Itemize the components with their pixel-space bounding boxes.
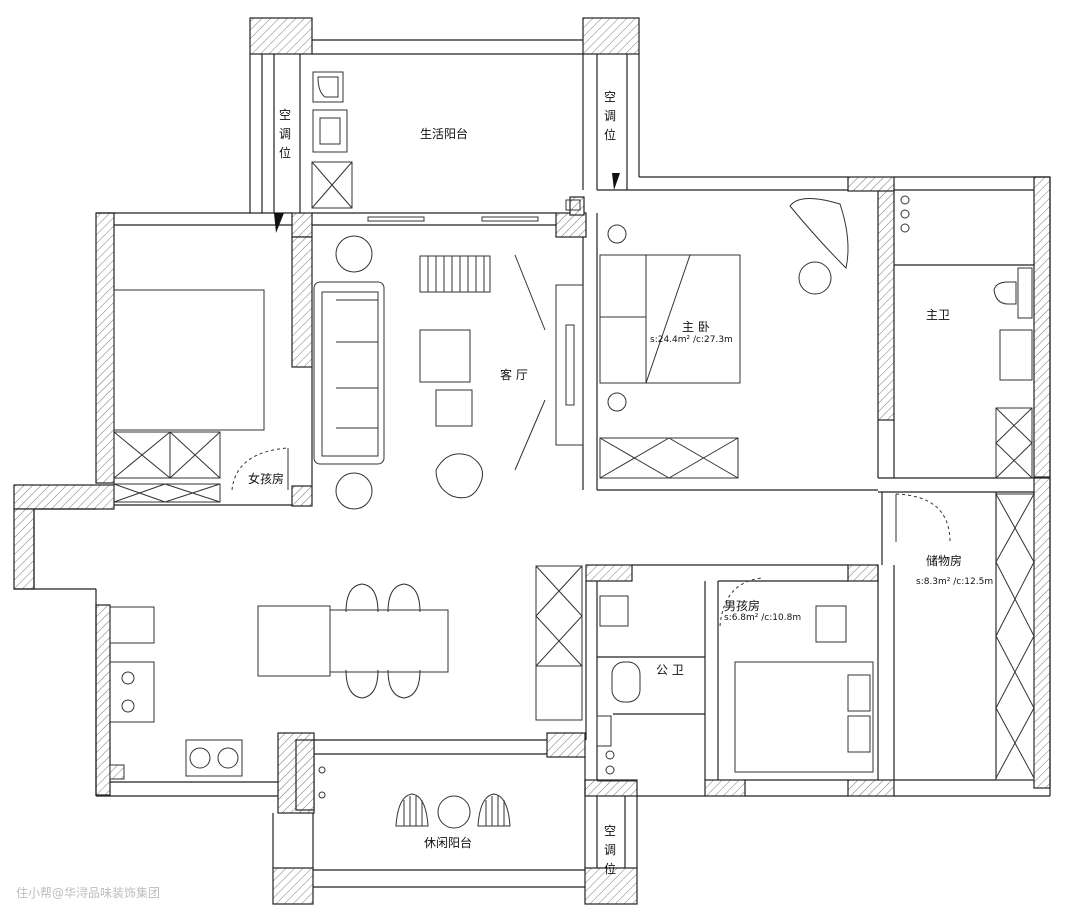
room-label-master-bath: 主卫 [926, 308, 951, 322]
furniture [109, 71, 1035, 829]
walls [13, 17, 1051, 905]
room-label-storage-room: 储物房 [926, 554, 963, 568]
ac-markers [274, 173, 620, 233]
area-label-storage-room: s:8.3m² /c:12.5m [916, 577, 994, 587]
room-label-living-room: 客 厅 [500, 368, 528, 382]
room-label-leisure-balcony: 休闲阳台 [424, 836, 473, 850]
area-label-boys-room: s:6.8m² /c:10.8m [724, 613, 802, 623]
ac-label-bottom: 空调位 [603, 824, 616, 876]
room-label-girls-room: 女孩房 [248, 472, 285, 486]
watermark: 住小帮@华浔品味装饰集团 [16, 886, 161, 900]
room-label-master-bedroom: 主 卧 [682, 320, 710, 334]
room-label-public-bath: 公 卫 [656, 663, 684, 677]
ac-label-top-right: 空调位 [603, 90, 616, 142]
room-label-boys-room: 男孩房 [724, 599, 761, 613]
ac-label-top-left: 空调位 [278, 108, 291, 160]
room-label-living-balcony: 生活阳台 [420, 127, 469, 141]
area-label-master-bedroom: s:24.4m² /c:27.3m [650, 335, 733, 345]
